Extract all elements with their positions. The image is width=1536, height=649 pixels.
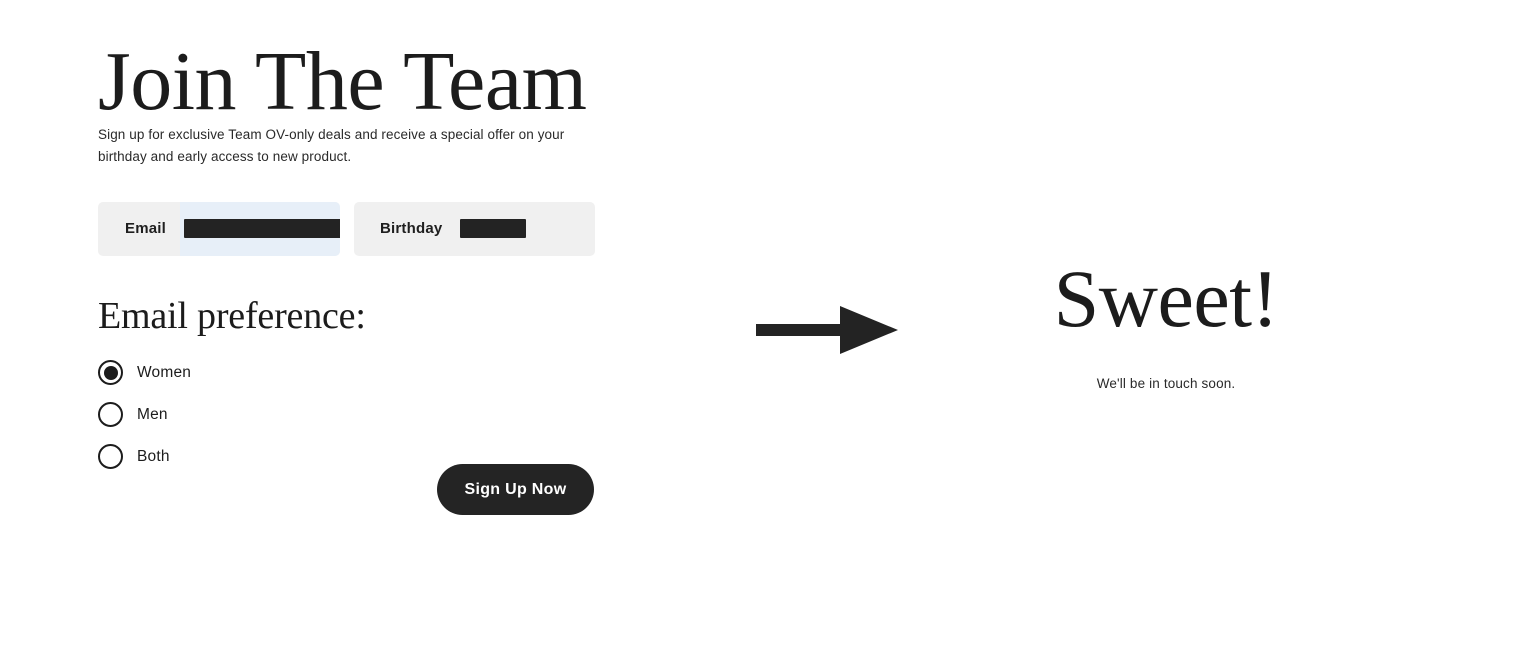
success-panel: Sweet! We'll be in touch soon. <box>966 253 1366 392</box>
radio-unselected-icon[interactable] <box>98 402 123 428</box>
email-field-label: Email <box>125 220 167 238</box>
radio-option-women[interactable]: Women <box>98 360 618 386</box>
birthday-field-label: Birthday <box>380 220 443 238</box>
email-preference-group: Email preference: Women Men Both <box>98 294 618 470</box>
email-redaction-bar <box>184 219 340 239</box>
radio-option-label: Women <box>137 363 192 381</box>
birthday-input[interactable] <box>460 202 595 256</box>
radio-unselected-icon[interactable] <box>98 444 123 470</box>
email-field[interactable]: Email <box>98 201 340 256</box>
email-preference-heading: Email preference: <box>98 294 366 337</box>
arrow-right-icon <box>756 303 898 357</box>
email-input[interactable] <box>180 201 340 256</box>
birthday-field[interactable]: Birthday <box>354 201 595 256</box>
signup-form-panel: Join The Team Sign up for exclusive Team… <box>98 35 618 515</box>
email-preference-options: Women Men Both <box>98 360 618 470</box>
radio-option-men[interactable]: Men <box>98 402 618 428</box>
page-title: Join The Team <box>98 35 587 128</box>
radio-option-label: Both <box>137 447 170 465</box>
radio-selected-icon[interactable] <box>98 360 123 386</box>
sign-up-button[interactable]: Sign Up Now <box>437 464 594 515</box>
birthday-redaction-bar <box>460 219 527 239</box>
form-fields-row: Email Birthday <box>98 201 618 256</box>
radio-option-label: Men <box>137 405 168 423</box>
success-title: Sweet! <box>1053 253 1279 344</box>
signup-description: Sign up for exclusive Team OV-only deals… <box>98 127 565 164</box>
success-description: We'll be in touch soon. <box>1096 376 1236 391</box>
radio-option-both[interactable]: Both <box>98 444 618 470</box>
